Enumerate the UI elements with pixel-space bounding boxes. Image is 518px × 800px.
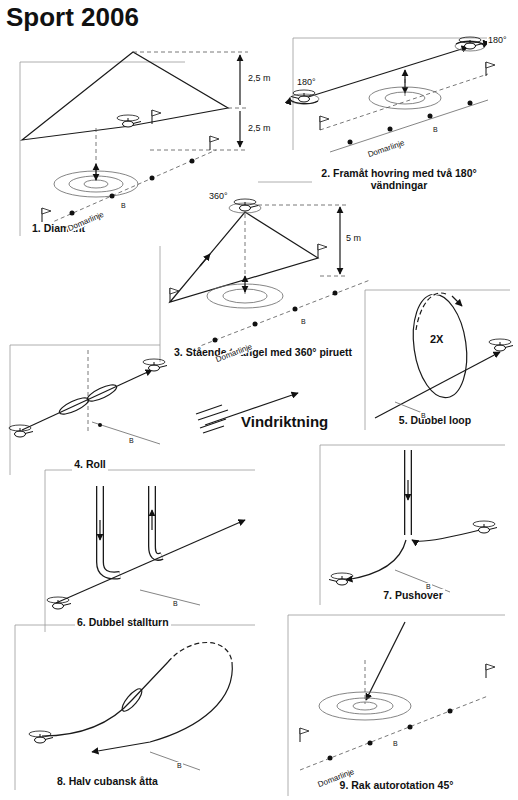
dimension-label: 2,5 m xyxy=(247,74,272,83)
wind-direction-label: Vindriktning xyxy=(240,414,329,430)
maneuver-panel: 2. Framåt hovring med två 180° vändninga… xyxy=(293,36,505,194)
turn-angle-label: 180° xyxy=(487,36,508,45)
page-title: Sport 2006 xyxy=(6,3,139,32)
maneuver-caption: 9. Rak autorotation 45° xyxy=(338,779,456,792)
pirouette-angle-label: 360° xyxy=(208,192,229,201)
judge-marker: B xyxy=(420,412,427,419)
judge-marker: B xyxy=(176,762,183,769)
judge-marker: B xyxy=(432,126,439,133)
turn-angle-label: 180° xyxy=(296,78,317,87)
judge-marker: B xyxy=(300,318,307,325)
maneuver-caption: 2. Framåt hovring med två 180° vändninga… xyxy=(312,167,486,192)
repeat-count: 2X xyxy=(429,334,444,346)
judge-line-label: Domarlinje xyxy=(366,139,407,160)
judge-marker: B xyxy=(120,202,127,209)
maneuver-panel: 4. Roll xyxy=(10,345,170,475)
judge-marker: B xyxy=(392,740,399,747)
maneuver-caption: 6. Dubbel stallturn xyxy=(75,616,171,629)
judge-marker: B xyxy=(128,437,135,444)
judge-marker: B xyxy=(425,583,432,590)
maneuver-caption: 7. Pushover xyxy=(381,589,445,602)
maneuver-caption: 3. Stående triangel med 360° piruett xyxy=(172,346,354,359)
maneuver-panel: 1. Diamant xyxy=(20,60,270,238)
maneuver-panel: 7. Pushover xyxy=(318,443,508,605)
maneuver-panel: 9. Rak autorotation 45° xyxy=(285,612,508,796)
judge-marker: B xyxy=(172,600,179,607)
dimension-label: 2,5 m xyxy=(247,124,272,133)
maneuver-panel: 6. Dubbel stallturn xyxy=(45,470,255,632)
maneuver-caption: 8. Halv cubansk åtta xyxy=(55,775,160,788)
maneuver-panel: 5. Dubbel loop xyxy=(360,288,510,430)
maneuver-panel: 8. Halv cubansk åtta xyxy=(15,623,258,791)
maneuver-panel: 3. Stående triangel med 360° piruett xyxy=(160,182,378,362)
dimension-label: 5 m xyxy=(345,234,362,243)
maneuver-caption: 5. Dubbel loop xyxy=(397,414,473,427)
maneuver-caption: 4. Roll xyxy=(72,458,108,471)
